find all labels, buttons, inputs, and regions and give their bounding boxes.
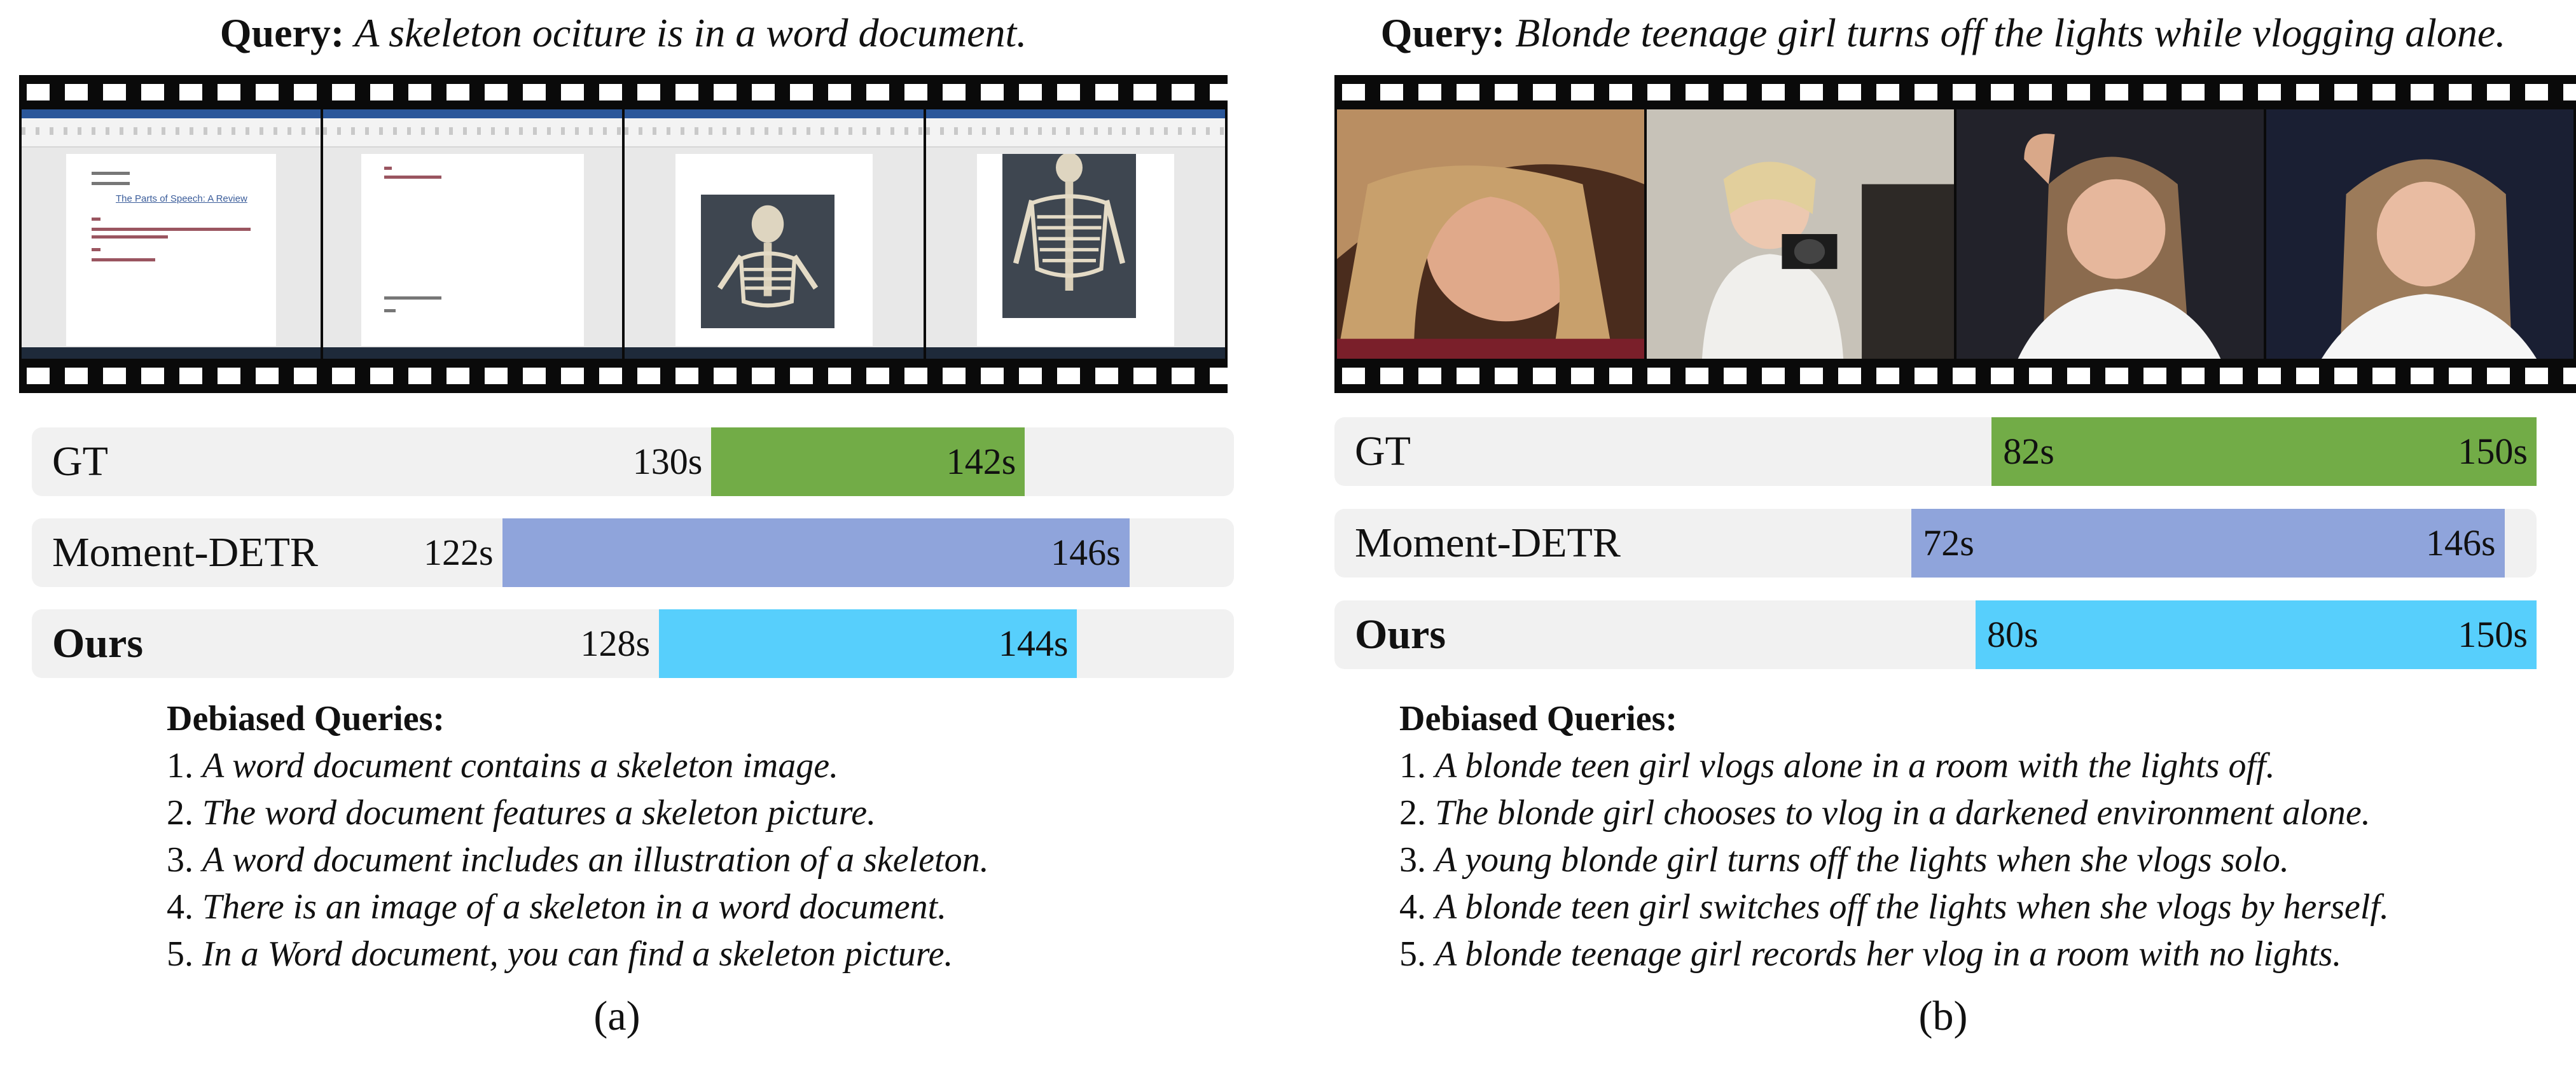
timeline-bar bbox=[1991, 417, 2537, 486]
debiased-query-4: 4. A blonde teen girl switches off the l… bbox=[1399, 887, 2389, 927]
timeline-bar bbox=[502, 518, 1130, 587]
timeline-row-ours: Ours 80s 150s bbox=[1334, 600, 2537, 669]
sprocket-holes-top bbox=[1334, 84, 2576, 100]
debiased-query-4: 4. There is an image of a skeleton in a … bbox=[167, 887, 947, 927]
video-frame-2 bbox=[323, 109, 622, 359]
skeleton-image bbox=[701, 195, 834, 328]
segment-end-label: 150s bbox=[2458, 431, 2528, 472]
segment-start-label: 72s bbox=[1923, 522, 1974, 564]
segment-end-label: 146s bbox=[2426, 522, 2496, 564]
segment-start-label: 122s bbox=[424, 532, 494, 573]
row-label: Ours bbox=[52, 620, 144, 667]
segment-start-label: 130s bbox=[632, 441, 703, 482]
debiased-query-1: 1. A word document contains a skeleton i… bbox=[167, 746, 839, 786]
debiased-query-5: 5. A blonde teenage girl records her vlo… bbox=[1399, 934, 2342, 974]
row-label: Moment-DETR bbox=[1355, 520, 1621, 566]
query-prefix: Query: bbox=[219, 10, 345, 55]
video-frame-1 bbox=[1337, 109, 1644, 359]
debiased-query-2: 2. The blonde girl chooses to vlog in a … bbox=[1399, 793, 2371, 833]
query-line: Query: Blonde teenage girl turns off the… bbox=[1310, 8, 2576, 59]
query-line: Query: A skeleton ociture is in a word d… bbox=[0, 8, 1247, 59]
doc-heading: The Parts of Speech: A Review bbox=[116, 193, 247, 204]
video-frame-4 bbox=[926, 109, 1225, 359]
debiased-queries-title: Debiased Queries: bbox=[167, 699, 445, 738]
timeline-bar bbox=[659, 609, 1077, 678]
timeline-row-gt: GT 130s 142s bbox=[32, 427, 1234, 496]
sprocket-holes-bottom bbox=[19, 368, 1228, 384]
video-frame-3 bbox=[625, 109, 924, 359]
subfigure-caption: (b) bbox=[1918, 993, 1968, 1039]
timeline-row-moment-detr: Moment-DETR 72s 146s bbox=[1334, 509, 2537, 578]
video-filmstrip: The Parts of Speech: A Review bbox=[19, 75, 1228, 393]
segment-start-label: 82s bbox=[2003, 431, 2054, 472]
timeline-row-ours: Ours 128s 144s bbox=[32, 609, 1234, 678]
timeline-bar bbox=[1976, 600, 2537, 669]
sprocket-holes-bottom bbox=[1334, 368, 2576, 384]
timeline-row-gt: GT 82s 150s bbox=[1334, 417, 2537, 486]
segment-start-label: 128s bbox=[580, 623, 651, 664]
segment-end-label: 146s bbox=[1051, 532, 1121, 573]
subfigure-caption: (a) bbox=[593, 993, 641, 1039]
query-text: A skeleton ociture is in a word document… bbox=[354, 10, 1027, 55]
row-label: GT bbox=[1355, 428, 1411, 474]
debiased-query-3: 3. A young blonde girl turns off the lig… bbox=[1399, 840, 2289, 880]
debiased-query-1: 1. A blonde teen girl vlogs alone in a r… bbox=[1399, 746, 2275, 786]
video-frame-2 bbox=[1647, 109, 1954, 359]
video-filmstrip bbox=[1334, 75, 2576, 393]
panel-b: Query: Blonde teenage girl turns off the… bbox=[1310, 0, 2576, 1066]
row-label: Ours bbox=[1355, 611, 1446, 658]
row-label: GT bbox=[52, 438, 108, 485]
skeleton-image bbox=[1002, 154, 1136, 318]
sprocket-holes-top bbox=[19, 84, 1228, 100]
segment-end-label: 142s bbox=[946, 441, 1016, 482]
query-text: Blonde teenage girl turns off the lights… bbox=[1515, 10, 2506, 55]
timeline-bar bbox=[1911, 509, 2505, 578]
timeline-row-moment-detr: Moment-DETR 122s 146s bbox=[32, 518, 1234, 587]
debiased-query-5: 5. In a Word document, you can find a sk… bbox=[167, 934, 953, 974]
debiased-query-2: 2. The word document features a skeleton… bbox=[167, 793, 876, 833]
panel-a: Query: A skeleton ociture is in a word d… bbox=[0, 0, 1247, 1066]
query-prefix: Query: bbox=[1380, 10, 1506, 55]
segment-end-label: 150s bbox=[2458, 614, 2528, 655]
timeline-bar bbox=[711, 427, 1025, 496]
video-frame-1: The Parts of Speech: A Review bbox=[22, 109, 321, 359]
video-frame-3 bbox=[1956, 109, 2264, 359]
debiased-query-3: 3. A word document includes an illustrat… bbox=[167, 840, 989, 880]
debiased-queries-title: Debiased Queries: bbox=[1399, 699, 1678, 738]
segment-end-label: 144s bbox=[998, 623, 1069, 664]
row-label: Moment-DETR bbox=[52, 529, 318, 576]
video-frame-4 bbox=[2266, 109, 2573, 359]
segment-start-label: 80s bbox=[1987, 614, 2039, 655]
